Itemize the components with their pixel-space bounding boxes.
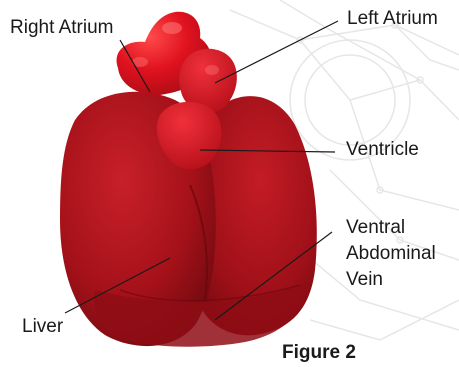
ventral-abdominal-vein-label-line3: Vein (346, 268, 383, 292)
left-atrium-label: Left Atrium (347, 7, 438, 31)
ventricle-label: Ventricle (346, 138, 419, 162)
ventral-abdominal-vein-label-line1: Ventral (346, 216, 405, 240)
right-atrium-label: Right Atrium (10, 16, 113, 40)
ventral-abdominal-vein-label-line2: Abdominal (346, 242, 436, 266)
figure-caption: Figure 2 (282, 342, 356, 364)
liver-label: Liver (22, 315, 63, 339)
